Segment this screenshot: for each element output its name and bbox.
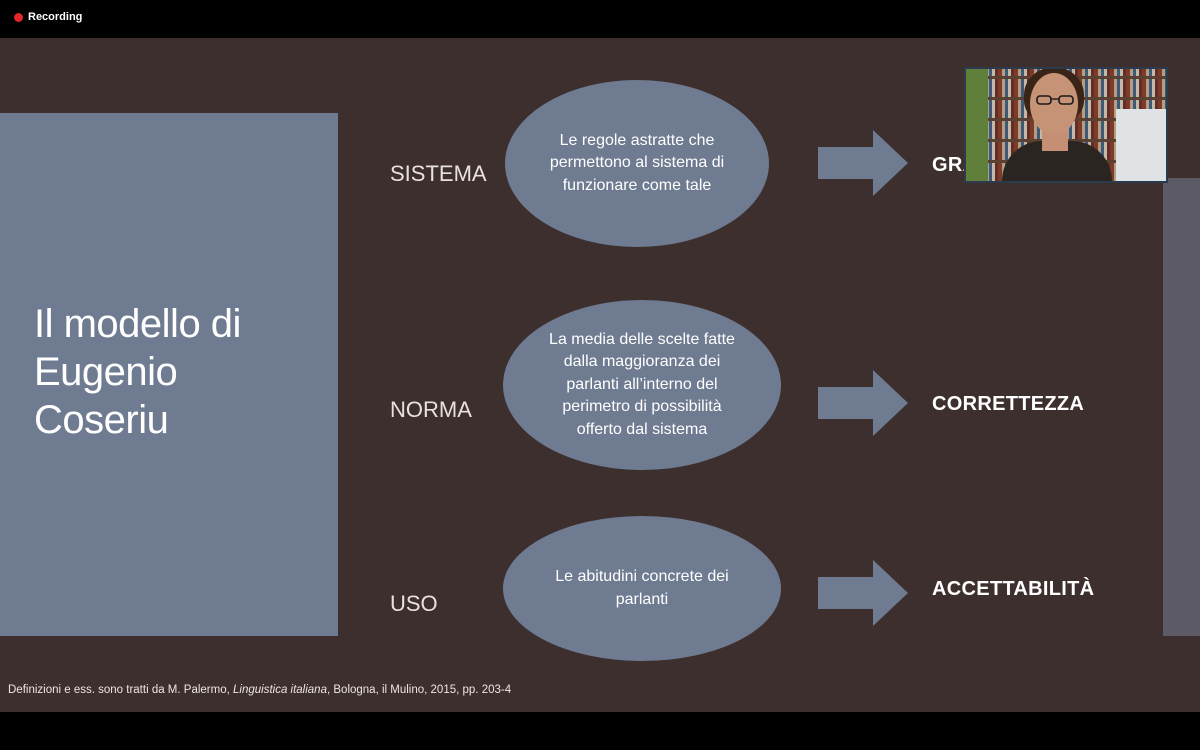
result-accettabilita: ACCETTABILITÀ xyxy=(932,578,1095,600)
record-dot-icon xyxy=(14,12,23,22)
recording-indicator: Recording xyxy=(14,11,82,23)
slide-title-line: Il modello di xyxy=(34,302,241,346)
definition-text: La media delle scelte fatte dalla maggio… xyxy=(549,330,735,438)
glasses-icon xyxy=(1036,95,1074,105)
webcam-video-thumbnail[interactable] xyxy=(964,67,1168,183)
background-panel xyxy=(966,69,988,181)
row-label-uso: USO xyxy=(390,591,438,616)
right-edge-panel xyxy=(1163,178,1200,636)
arrow-right-icon xyxy=(818,560,908,626)
result-correttezza: CORRETTEZZA xyxy=(932,393,1085,415)
row-label-sistema: SISTEMA xyxy=(390,161,487,186)
slide-title: Il modello di Eugenio Coseriu xyxy=(34,300,241,444)
arrow-right-icon xyxy=(818,370,908,436)
recording-label: Recording xyxy=(28,11,83,23)
slide-title-line: Coseriu xyxy=(34,398,169,442)
definition-text: Le abitudini concrete dei parlanti xyxy=(555,568,729,608)
footnote-text: Definizioni e ess. sono tratti da M. Pal… xyxy=(8,684,233,696)
definition-ellipse-uso: Le abitudini concrete dei parlanti xyxy=(503,516,781,661)
row-label-norma: NORMA xyxy=(390,397,472,422)
footnote-citation: Definizioni e ess. sono tratti da M. Pal… xyxy=(8,684,511,696)
footnote-text: , Bologna, il Mulino, 2015, pp. 203-4 xyxy=(326,684,512,696)
definition-ellipse-sistema: Le regole astratte che permettono al sis… xyxy=(505,80,769,247)
background-window xyxy=(1116,109,1166,181)
footnote-book-title: Linguistica italiana xyxy=(233,684,327,696)
slide-title-line: Eugenio xyxy=(34,350,178,394)
arrow-right-icon xyxy=(818,130,908,196)
top-bar: Recording xyxy=(0,0,1200,38)
definition-text: Le regole astratte che permettono al sis… xyxy=(549,131,725,194)
title-panel xyxy=(0,113,338,636)
definition-ellipse-norma: La media delle scelte fatte dalla maggio… xyxy=(503,300,781,470)
bottom-bar xyxy=(0,712,1200,750)
